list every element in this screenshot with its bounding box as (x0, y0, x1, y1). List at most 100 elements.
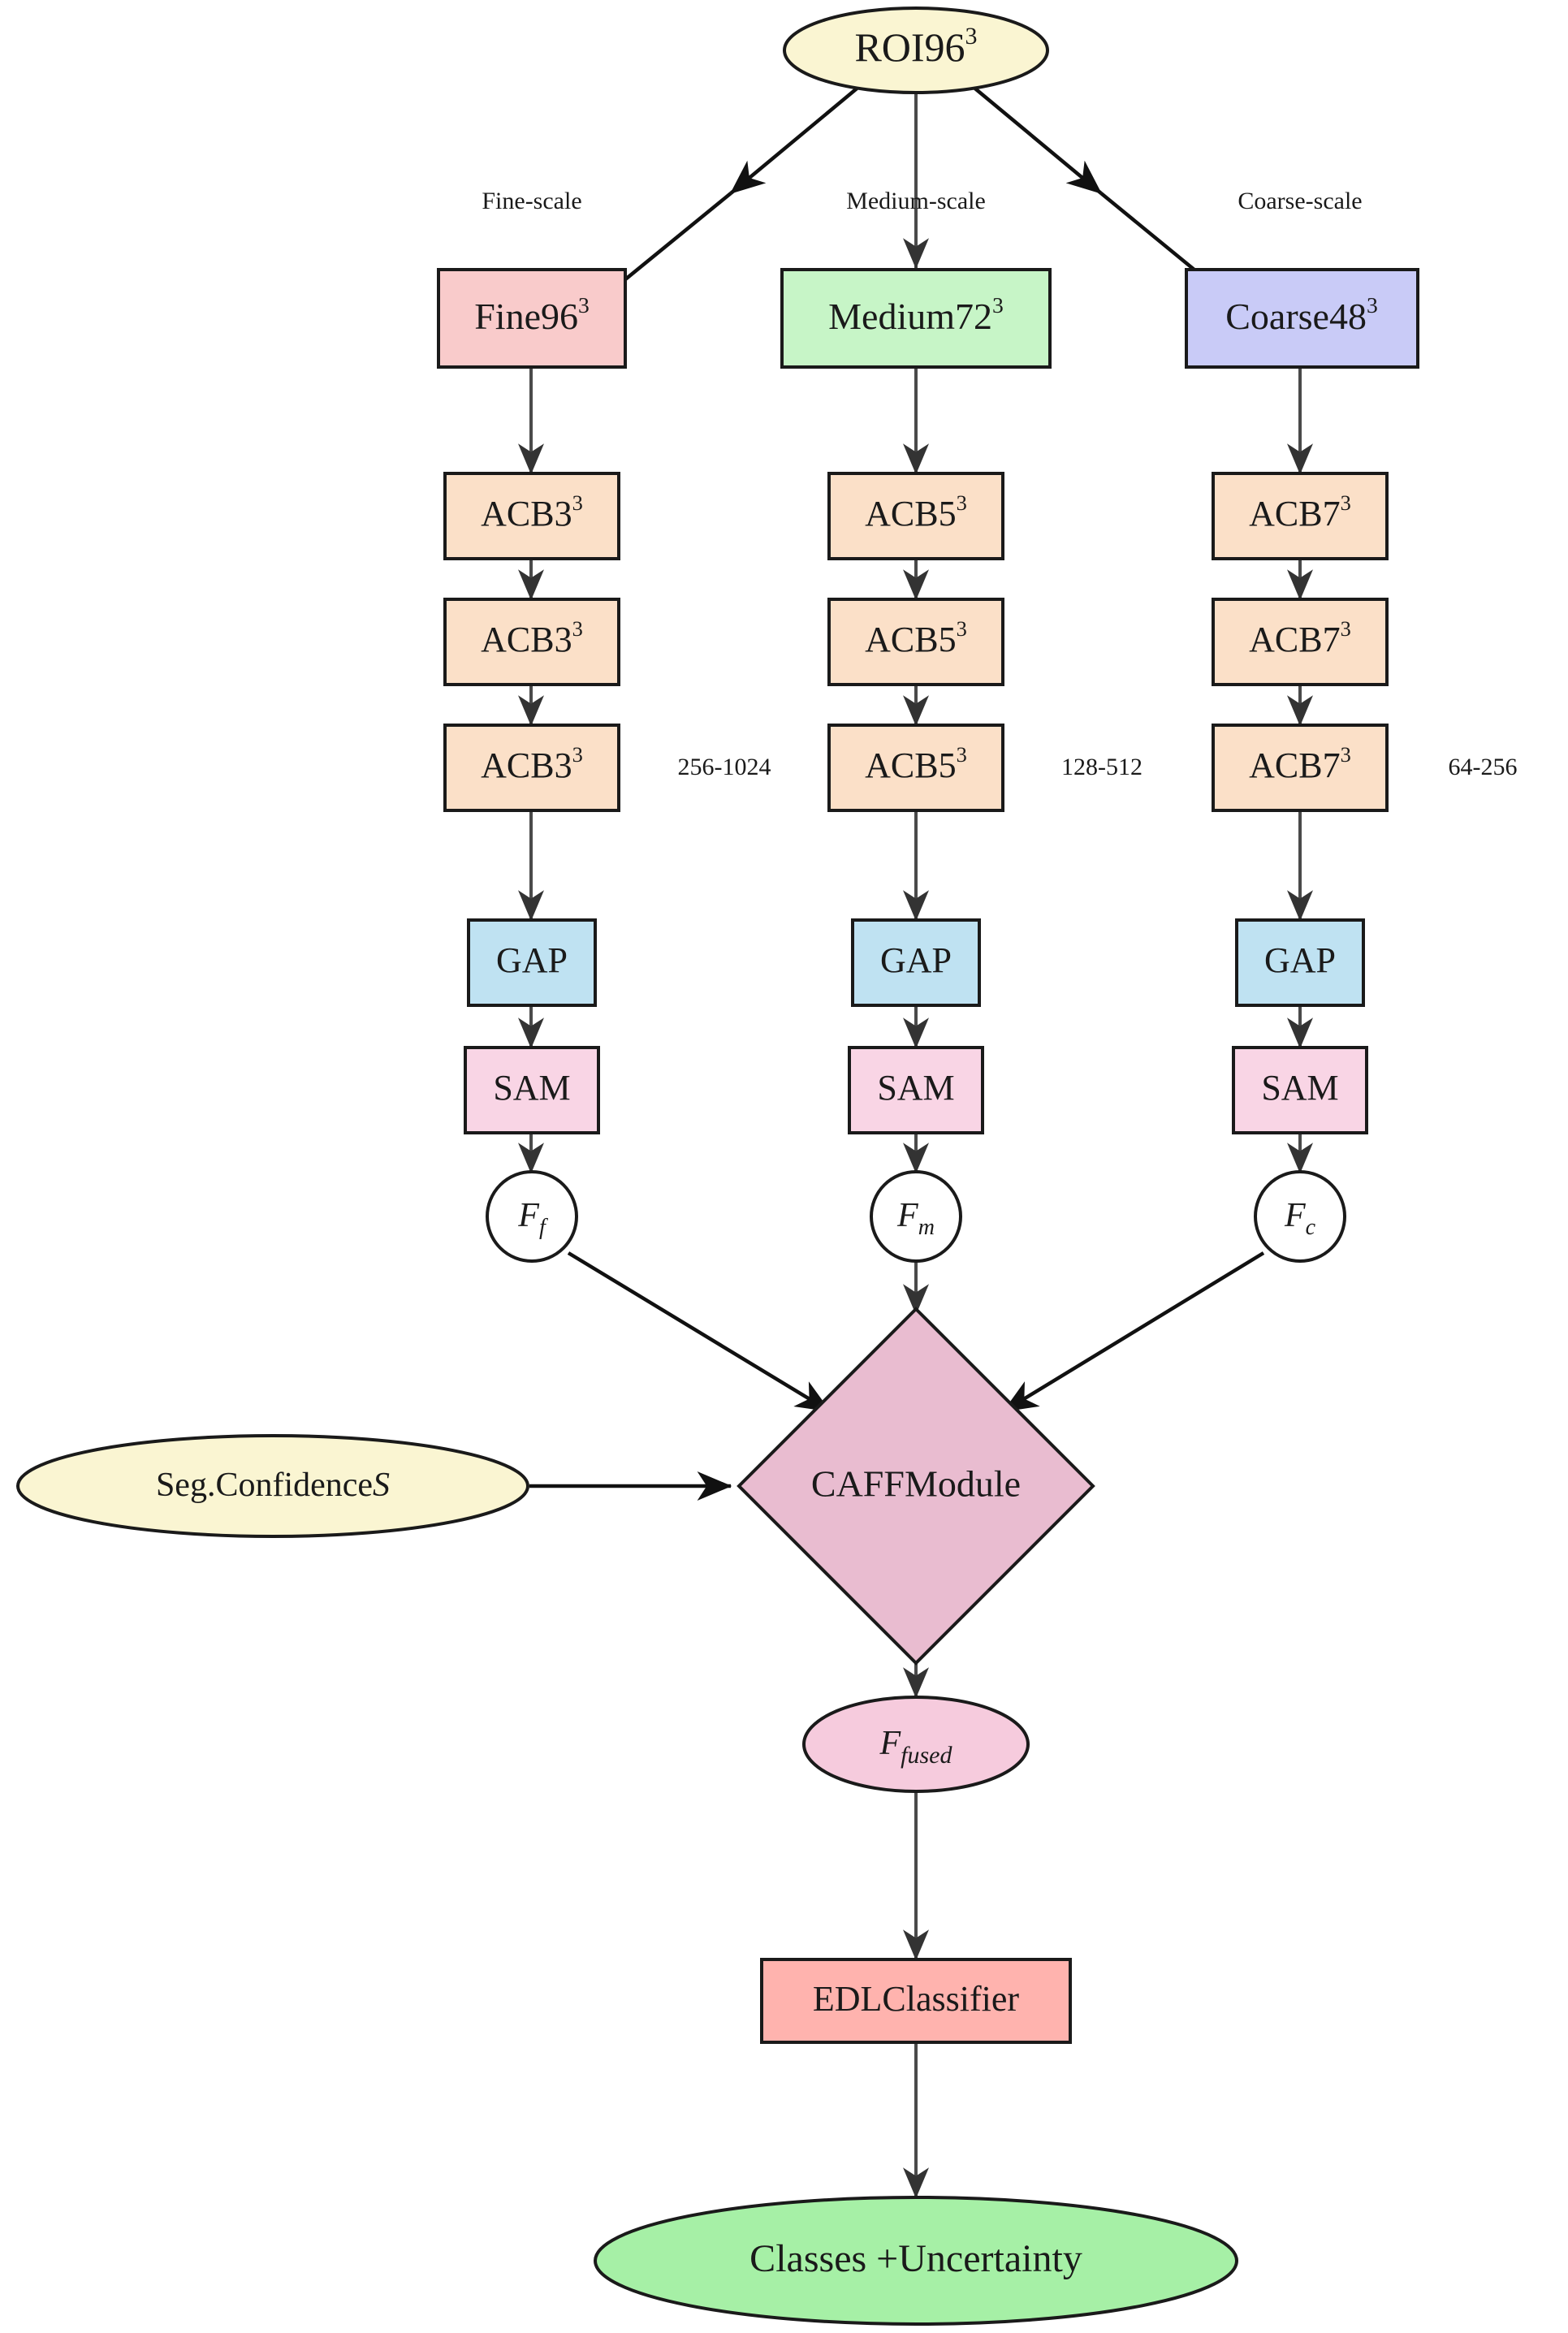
medium-label: Medium72 (828, 296, 992, 337)
node-fine-acb-1[interactable]: ACB33 (443, 472, 620, 560)
sam-label: SAM (1261, 1068, 1338, 1108)
acb-label: ACB3 (481, 494, 572, 534)
feature-sub: f (539, 1215, 548, 1240)
node-medium-input[interactable]: Medium723 (780, 268, 1052, 369)
node-coarse-sam[interactable]: SAM (1232, 1046, 1368, 1134)
svg-text:Ff: Ff (517, 1197, 548, 1241)
svg-text:ACB53: ACB53 (865, 490, 967, 534)
svg-text:ACB53: ACB53 (865, 742, 967, 785)
node-feature-medium[interactable]: Fm (870, 1170, 962, 1263)
node-coarse-acb-2[interactable]: ACB73 (1212, 598, 1389, 686)
output-label: Classes +Uncertainty (749, 2237, 1082, 2280)
svg-text:Fm: Fm (896, 1197, 935, 1241)
acb-exp: 3 (1341, 742, 1351, 767)
fine-exp: 3 (578, 292, 590, 318)
acb-label: ACB7 (1249, 745, 1340, 785)
label-medium-channels: 128-512 (1061, 754, 1143, 780)
acb-exp: 3 (1341, 616, 1351, 641)
fine-label: Fine96 (474, 296, 578, 337)
classifier-label: EDLClassifier (813, 1979, 1020, 2019)
feature-sub: c (1306, 1215, 1316, 1240)
acb-exp: 3 (1341, 490, 1351, 515)
svg-text:Coarse483: Coarse483 (1225, 292, 1378, 337)
node-fine-acb-3[interactable]: ACB33 (443, 724, 620, 812)
node-coarse-input[interactable]: Coarse483 (1185, 268, 1419, 369)
acb-label: ACB5 (865, 620, 956, 659)
acb-exp: 3 (957, 616, 967, 641)
acb-exp: 3 (957, 490, 967, 515)
feature-label: F (1284, 1197, 1306, 1234)
node-roi-root[interactable]: ROI963 (783, 6, 1049, 94)
node-coarse-acb-3[interactable]: ACB73 (1212, 724, 1389, 812)
acb-exp: 3 (957, 742, 967, 767)
svg-text:ACB33: ACB33 (481, 742, 583, 785)
label-coarse-channels: 64-256 (1449, 754, 1518, 780)
edge-root-to-coarse (970, 84, 1103, 195)
svg-text:ACB53: ACB53 (865, 616, 967, 659)
fused-sub: fused (901, 1742, 952, 1769)
acb-label: ACB7 (1249, 494, 1340, 534)
coarse-label: Coarse48 (1225, 296, 1367, 337)
svg-text:ACB33: ACB33 (481, 490, 583, 534)
acb-exp: 3 (572, 742, 583, 767)
feature-sub: m (918, 1215, 935, 1240)
feature-label: F (896, 1197, 918, 1234)
svg-text:Medium723: Medium723 (828, 292, 1004, 337)
node-output[interactable]: Classes +Uncertainty (594, 2196, 1238, 2326)
roi-label: ROI96 (854, 24, 965, 70)
feature-label: F (517, 1197, 539, 1234)
acb-exp: 3 (572, 490, 583, 515)
acb-exp: 3 (572, 616, 583, 641)
coarse-exp: 3 (1367, 292, 1378, 318)
svg-text:ACB73: ACB73 (1249, 616, 1351, 659)
node-medium-acb-1[interactable]: ACB53 (827, 472, 1004, 560)
node-fine-gap[interactable]: GAP (467, 918, 597, 1007)
gap-label: GAP (1264, 940, 1336, 980)
fused-label: F (879, 1725, 901, 1762)
acb-label: ACB7 (1249, 620, 1340, 659)
svg-text:Seg.ConfidenceS: Seg.ConfidenceS (156, 1467, 390, 1504)
svg-text:ROI963: ROI963 (854, 23, 977, 70)
node-fine-acb-2[interactable]: ACB33 (443, 598, 620, 686)
label-medium-scale: Medium-scale (846, 188, 986, 214)
node-seg-confidence[interactable]: Seg.ConfidenceS (16, 1434, 529, 1538)
node-caff-module[interactable]: CAFFModule (736, 1307, 1095, 1666)
medium-exp: 3 (992, 292, 1004, 318)
edge-fc-to-caff (1002, 1251, 1265, 1413)
svg-text:ACB73: ACB73 (1249, 490, 1351, 534)
gap-label: GAP (880, 940, 952, 980)
edge-root-to-fine (729, 84, 862, 195)
node-fused-feature[interactable]: Ffused (802, 1696, 1030, 1793)
sam-label: SAM (877, 1068, 954, 1108)
segconf-label: Seg.Confidence (156, 1467, 373, 1504)
node-medium-gap[interactable]: GAP (851, 918, 981, 1007)
roi-exp: 3 (965, 23, 978, 50)
svg-text:ACB73: ACB73 (1249, 742, 1351, 785)
node-medium-sam[interactable]: SAM (848, 1046, 984, 1134)
label-fine-scale: Fine-scale (482, 188, 581, 214)
acb-label: ACB5 (865, 494, 956, 534)
svg-text:Fc: Fc (1284, 1197, 1316, 1241)
segconf-symbol: S (373, 1467, 390, 1504)
node-feature-coarse[interactable]: Fc (1254, 1170, 1346, 1263)
node-coarse-acb-1[interactable]: ACB73 (1212, 472, 1389, 560)
acb-label: ACB3 (481, 745, 572, 785)
node-fine-input[interactable]: Fine963 (437, 268, 627, 369)
node-medium-acb-2[interactable]: ACB53 (827, 598, 1004, 686)
node-feature-fine[interactable]: Ff (486, 1170, 578, 1263)
node-fine-sam[interactable]: SAM (464, 1046, 600, 1134)
label-fine-channels: 256-1024 (678, 754, 771, 780)
node-coarse-gap[interactable]: GAP (1235, 918, 1365, 1007)
acb-label: ACB5 (865, 745, 956, 785)
label-coarse-scale: Coarse-scale (1238, 188, 1362, 214)
node-medium-acb-3[interactable]: ACB53 (827, 724, 1004, 812)
svg-text:Fine963: Fine963 (474, 292, 590, 337)
node-edl-classifier[interactable]: EDLClassifier (760, 1958, 1072, 2044)
sam-label: SAM (493, 1068, 570, 1108)
acb-label: ACB3 (481, 620, 572, 659)
svg-text:Ffused: Ffused (879, 1725, 953, 1769)
gap-label: GAP (496, 940, 568, 980)
caff-label: CAFFModule (811, 1463, 1021, 1505)
